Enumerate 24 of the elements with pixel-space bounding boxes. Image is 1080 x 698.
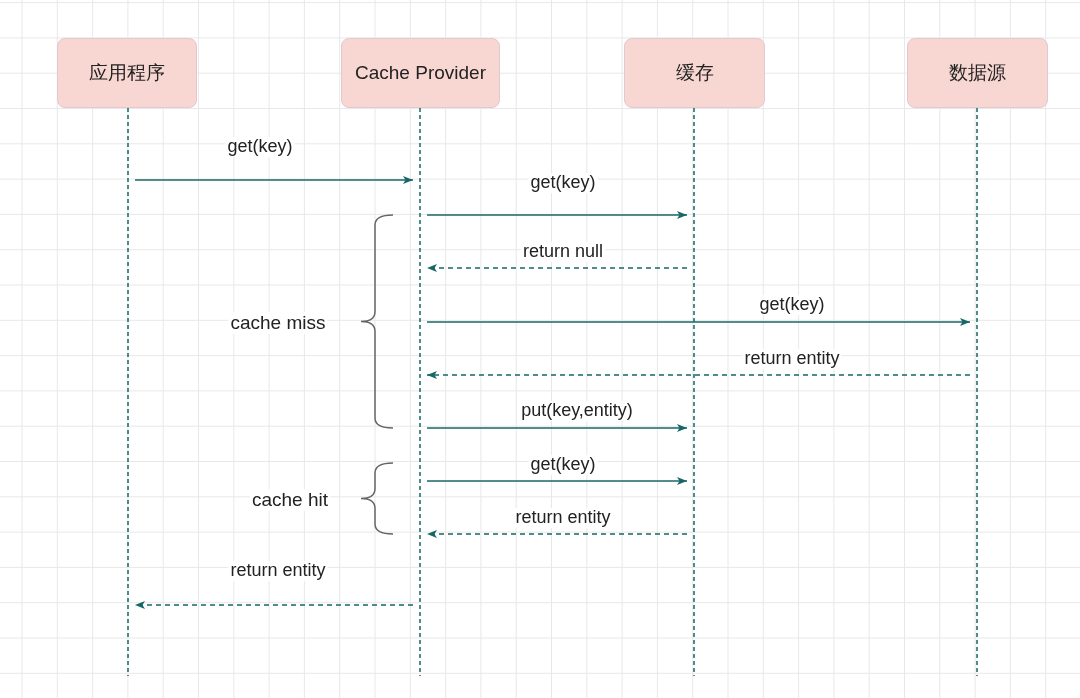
- participant-box: Cache Provider: [341, 38, 500, 108]
- return-arrow: [426, 530, 688, 538]
- participant-box: 应用程序: [57, 38, 197, 108]
- message-label: get(key): [528, 173, 598, 193]
- message-arrow: [426, 424, 688, 432]
- return-arrow: [134, 601, 414, 609]
- message-arrow: [426, 477, 688, 485]
- message-label: get(key): [225, 137, 295, 157]
- return-arrow: [426, 264, 688, 272]
- message-arrow: [426, 318, 971, 326]
- message-label: return null: [521, 242, 605, 262]
- group-label: cache hit: [250, 489, 330, 511]
- participant-box: 缓存: [624, 38, 765, 108]
- group-label: cache miss: [228, 312, 328, 334]
- message-label: put(key,entity): [519, 401, 635, 421]
- return-arrow: [426, 371, 971, 379]
- message-arrow: [426, 211, 688, 219]
- message-label: return entity: [513, 508, 613, 528]
- participant-box: 数据源: [907, 38, 1048, 108]
- message-label: return entity: [228, 561, 328, 581]
- message-arrow: [134, 176, 414, 184]
- message-label: get(key): [528, 455, 598, 475]
- message-label: return entity: [742, 349, 842, 369]
- message-label: get(key): [757, 295, 827, 315]
